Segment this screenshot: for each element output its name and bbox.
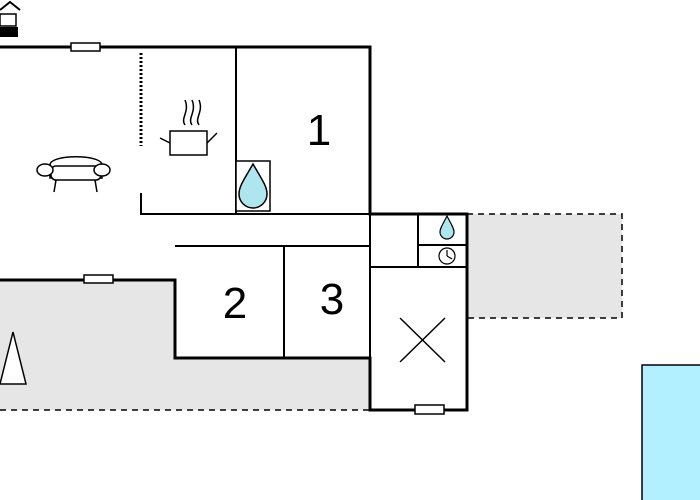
- pool: [641, 364, 700, 500]
- cross-icon: [399, 317, 446, 363]
- cooking-pot-icon: [159, 99, 218, 156]
- terrace-left: [0, 280, 370, 410]
- window-icon: [70, 42, 101, 52]
- water-drop-icon: [238, 162, 268, 209]
- sofa-icon: [36, 156, 111, 193]
- tree-icon: [0, 331, 27, 385]
- house-icon: [0, 0, 21, 37]
- water-drop-icon: [439, 214, 455, 240]
- room-label-2: 2: [223, 279, 247, 328]
- room-label-1: 1: [307, 106, 331, 155]
- window-icon: [414, 404, 445, 415]
- interior-walls: [140, 47, 467, 410]
- room-label-3: 3: [320, 275, 344, 324]
- terrace-right: [466, 213, 623, 319]
- window-icon: [83, 274, 114, 284]
- clock-icon: [438, 247, 456, 265]
